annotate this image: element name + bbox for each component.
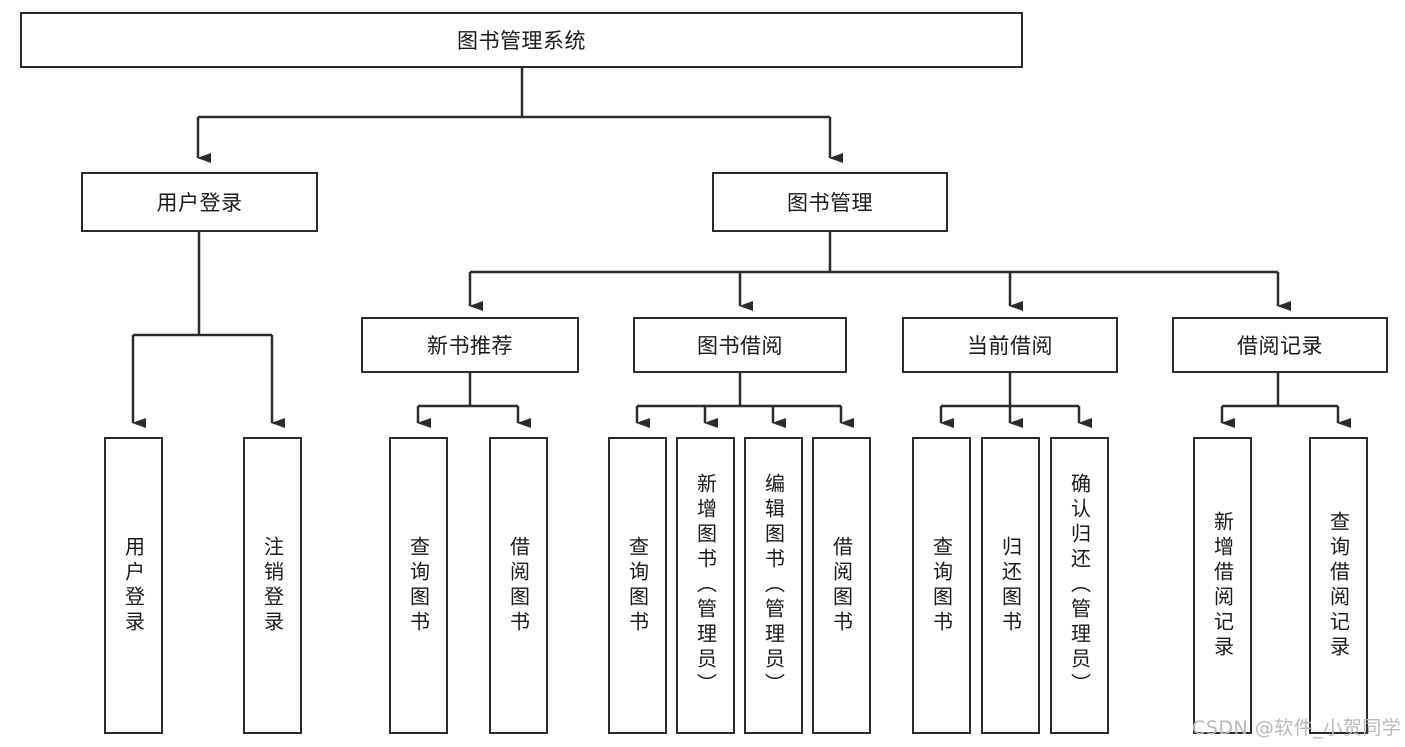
node-leaf-recommend-query-book-label: 查询图书 [406, 535, 431, 636]
node-book-manage[interactable]: 图书管理 [712, 172, 948, 232]
node-book-manage-label: 图书管理 [787, 191, 873, 215]
node-leaf-borrow-query-book-label: 查询图书 [625, 535, 650, 636]
node-leaf-user-login-login[interactable]: 用户登录 [104, 437, 163, 734]
node-leaf-current-return-book-label: 归还图书 [998, 535, 1023, 636]
node-user-login-label: 用户登录 [156, 191, 243, 215]
node-leaf-record-add-record[interactable]: 新增借阅记录 [1193, 437, 1252, 734]
csdn-watermark: CSDN @软件_小贺同学 [1192, 717, 1402, 739]
node-leaf-record-query-record[interactable]: 查询借阅记录 [1309, 437, 1368, 734]
node-leaf-recommend-query-book[interactable]: 查询图书 [389, 437, 448, 734]
node-book-borrow[interactable]: 图书借阅 [633, 317, 847, 373]
node-leaf-borrow-edit-book[interactable]: 编辑图书（管理员） [744, 437, 803, 734]
node-leaf-recommend-borrow-book-label: 借阅图书 [506, 535, 531, 636]
node-new-book-recommend[interactable]: 新书推荐 [361, 317, 579, 373]
node-user-login[interactable]: 用户登录 [81, 172, 318, 232]
node-leaf-recommend-borrow-book[interactable]: 借阅图书 [489, 437, 548, 734]
node-leaf-user-login-logout[interactable]: 注销登录 [243, 437, 302, 734]
node-new-book-recommend-label: 新书推荐 [427, 334, 513, 358]
node-leaf-user-login-logout-label: 注销登录 [260, 535, 285, 636]
node-book-borrow-label: 图书借阅 [697, 334, 783, 358]
node-leaf-current-return-book[interactable]: 归还图书 [981, 437, 1040, 734]
node-leaf-borrow-borrow-book[interactable]: 借阅图书 [812, 437, 871, 734]
node-leaf-user-login-login-label: 用户登录 [121, 535, 146, 636]
node-leaf-current-query-book[interactable]: 查询图书 [912, 437, 971, 734]
node-leaf-current-confirm-return-label: 确认归还（管理员） [1067, 473, 1092, 698]
node-root-system[interactable]: 图书管理系统 [20, 12, 1023, 68]
node-leaf-borrow-add-book[interactable]: 新增图书（管理员） [676, 437, 735, 734]
node-leaf-borrow-borrow-book-label: 借阅图书 [829, 535, 854, 636]
node-leaf-record-query-record-label: 查询借阅记录 [1326, 510, 1351, 661]
node-current-borrow-label: 当前借阅 [967, 334, 1053, 358]
node-root-system-label: 图书管理系统 [457, 29, 586, 53]
node-leaf-borrow-query-book[interactable]: 查询图书 [608, 437, 667, 734]
node-leaf-borrow-add-book-label: 新增图书（管理员） [693, 473, 718, 698]
node-borrow-record-label: 借阅记录 [1237, 334, 1323, 358]
node-leaf-borrow-edit-book-label: 编辑图书（管理员） [761, 473, 786, 698]
node-current-borrow[interactable]: 当前借阅 [902, 317, 1118, 373]
node-leaf-current-query-book-label: 查询图书 [929, 535, 954, 636]
node-borrow-record[interactable]: 借阅记录 [1172, 317, 1388, 373]
node-leaf-record-add-record-label: 新增借阅记录 [1210, 510, 1235, 661]
node-leaf-current-confirm-return[interactable]: 确认归还（管理员） [1050, 437, 1109, 734]
